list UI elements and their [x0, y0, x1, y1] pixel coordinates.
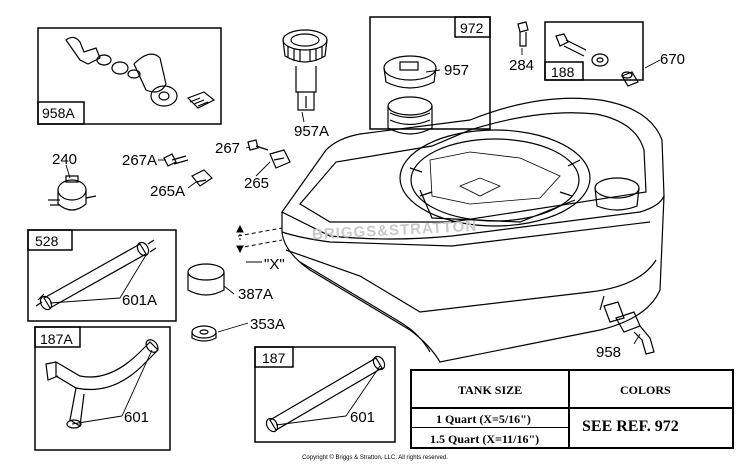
box-188-tag	[544, 61, 584, 81]
colors-header: COLORS	[620, 383, 671, 397]
x-dimension-marker	[236, 224, 283, 263]
label-265A[interactable]: 265A	[150, 183, 186, 200]
fuel-line-187	[265, 355, 386, 433]
label-284[interactable]: 284	[509, 57, 535, 74]
label-267A[interactable]: 267A	[122, 152, 158, 169]
box-188	[544, 21, 644, 81]
fuel-line-528	[35, 239, 157, 311]
label-528[interactable]: 528	[35, 233, 59, 249]
box-187A	[34, 326, 171, 451]
copyright-notice: Copyright © Briggs & Stratton, LLC. All …	[302, 455, 448, 461]
tank-size-row-2: 1.5 Quart (X=11/16")	[430, 432, 540, 446]
label-387A[interactable]: 387A	[238, 286, 274, 303]
label-958A[interactable]: 958A	[42, 105, 75, 121]
tank-size-header: TANK SIZE	[458, 383, 523, 397]
label-240[interactable]: 240	[52, 151, 78, 168]
leader-lines	[49, 48, 661, 426]
tank-size-table: TANK SIZE COLORS 1 Quart (X=5/16") 1.5 Q…	[410, 369, 734, 449]
fuel-line-187A	[45, 339, 159, 429]
tank-shutoff-valve	[599, 295, 655, 355]
label-265[interactable]: 265	[244, 175, 270, 192]
box-528	[27, 229, 177, 322]
label-267[interactable]: 267	[215, 140, 241, 157]
label-958[interactable]: 958	[596, 344, 622, 361]
label-187A[interactable]: 187A	[40, 331, 73, 347]
label-353A[interactable]: 353A	[250, 316, 286, 333]
clips-and-screws	[163, 139, 291, 187]
box-972-tag	[454, 16, 491, 38]
kit-boxes	[27, 16, 644, 451]
label-670[interactable]: 670	[660, 51, 686, 68]
fuel-cap	[383, 55, 437, 89]
label-601-left[interactable]: 601	[124, 409, 150, 426]
fuel-cap-gauge	[282, 29, 328, 111]
vent-cap	[187, 263, 225, 342]
label-601-right[interactable]: 601	[350, 409, 376, 426]
label-601A[interactable]: 601A	[122, 292, 158, 309]
tank-size-row-1: 1 Quart (X=5/16")	[436, 412, 531, 426]
label-x-dimension: "X"	[264, 256, 285, 273]
box-528-tag	[27, 229, 73, 251]
hardware-small	[517, 21, 639, 87]
box-972	[369, 16, 491, 130]
box-187	[254, 346, 396, 443]
label-957[interactable]: 957	[444, 62, 470, 79]
box-958A	[37, 27, 222, 125]
fuel-filter	[48, 175, 97, 211]
shutoff-valve-kit	[65, 36, 216, 109]
box-958A-tag	[37, 101, 85, 125]
box-187A-tag	[34, 326, 81, 348]
tank-size-column	[412, 371, 570, 447]
colors-value: SEE REF. 972	[582, 418, 679, 435]
box-187-tag	[254, 346, 294, 368]
label-972[interactable]: 972	[460, 20, 484, 36]
label-188[interactable]: 188	[551, 64, 575, 80]
label-187[interactable]: 187	[262, 350, 286, 366]
fuel-tank	[281, 96, 665, 363]
label-957A[interactable]: 957A	[294, 123, 330, 140]
